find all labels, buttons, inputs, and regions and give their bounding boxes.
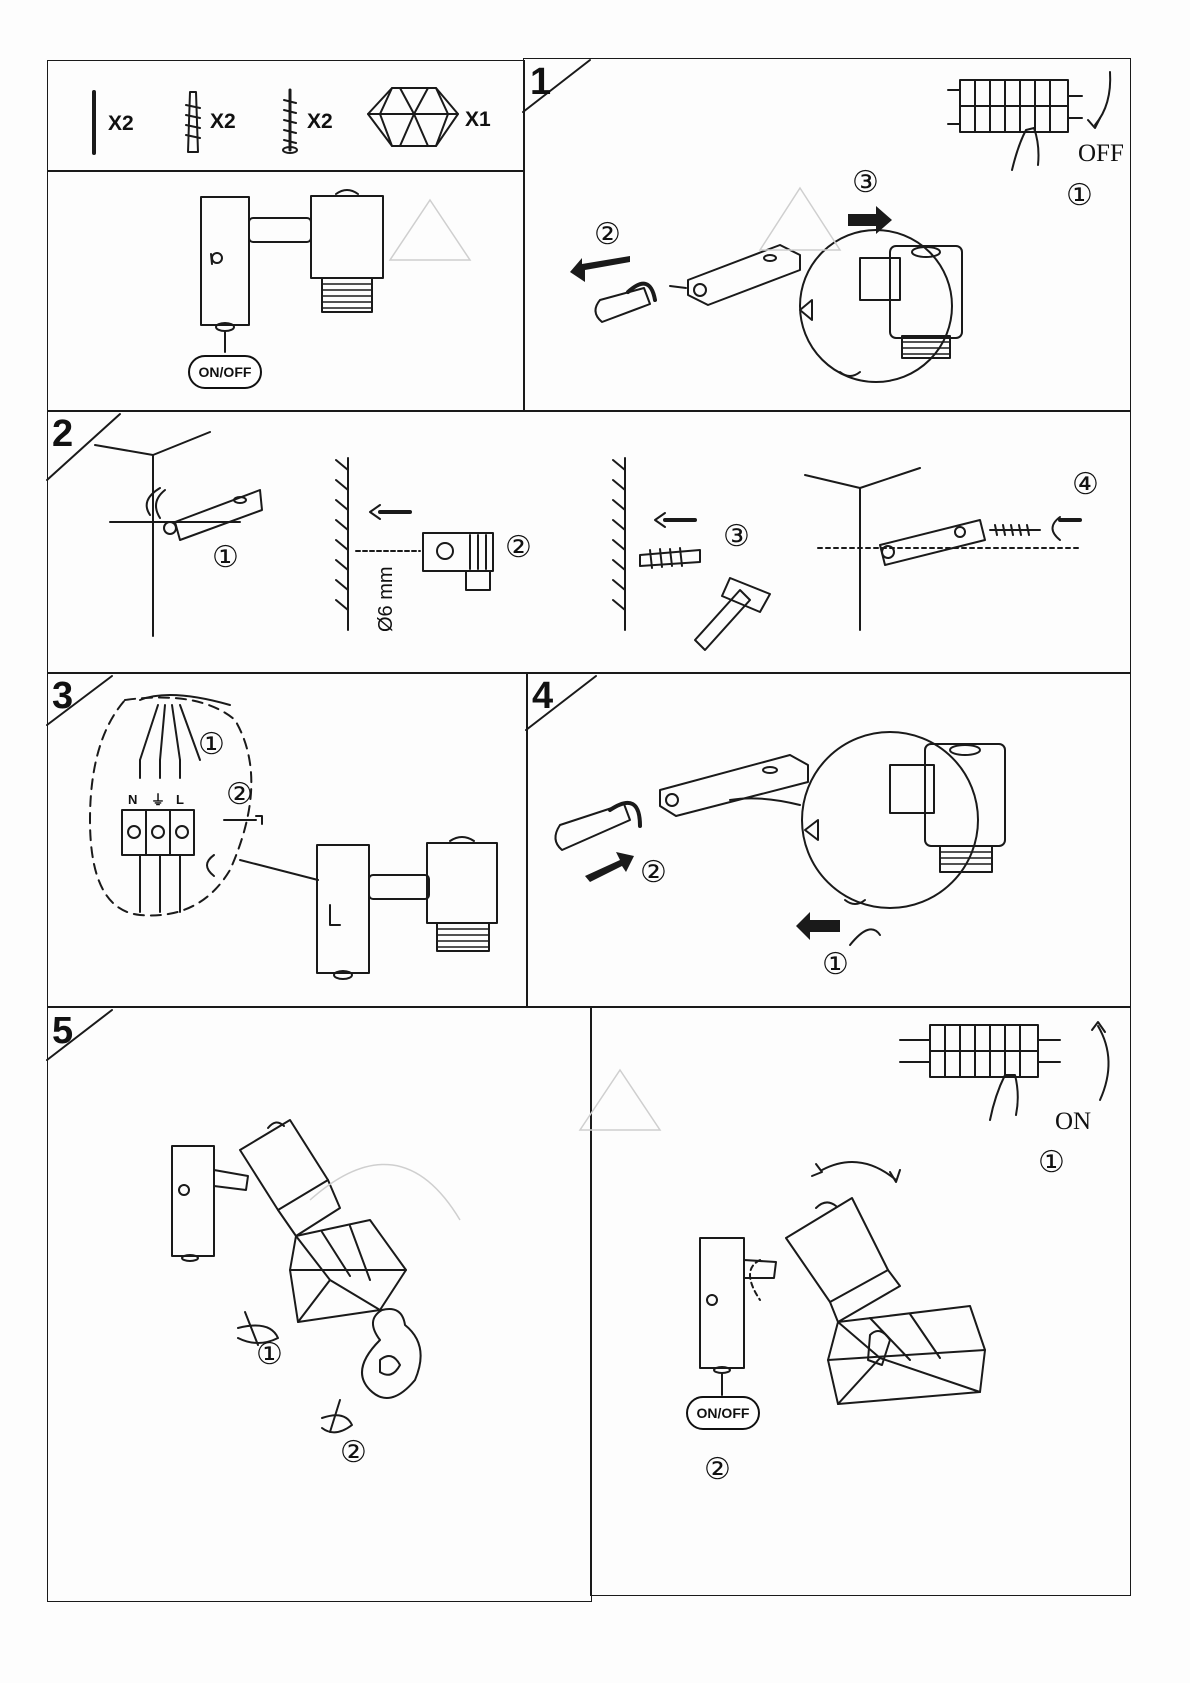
step5-on-off-switch-label: ON/OFF — [686, 1396, 760, 1430]
step3-terminal-drawing — [89, 694, 319, 917]
step4-sub1: ① — [822, 947, 849, 982]
step5-sub2: ② — [340, 1435, 367, 1470]
overview-lamp-drawing — [200, 189, 384, 353]
overview-panel — [47, 170, 525, 412]
step5-final-breaker-drawing — [899, 1021, 1110, 1121]
step4-mount-drawing — [554, 731, 1006, 909]
step2-sub4: ④ — [1072, 467, 1099, 502]
step2-sub3: ③ — [723, 519, 750, 554]
step2-anchor-hammer — [612, 457, 771, 651]
step1-sub3: ③ — [852, 165, 879, 200]
anchor-quantity: X2 — [210, 110, 236, 133]
step2-bracket-on-wall — [94, 431, 263, 637]
step1-sub1: ① — [1066, 178, 1093, 213]
step5-final-lamp-drawing — [699, 1161, 986, 1405]
step5-panel — [47, 1006, 592, 1602]
rod-quantity: X2 — [108, 112, 134, 135]
screw-icon — [282, 88, 298, 154]
step2-number: 2 — [52, 413, 74, 455]
step3-number: 3 — [52, 675, 74, 717]
step2-screw-bracket — [804, 467, 1082, 631]
step1-sub2: ② — [594, 217, 621, 252]
step2-corner — [46, 413, 121, 481]
on-off-switch-label: ON/OFF — [188, 355, 262, 389]
step3-panel — [47, 672, 528, 1008]
step1-breaker-drawing — [947, 71, 1112, 171]
step5-final-sub1: ① — [1038, 1145, 1065, 1180]
step2-panel — [47, 410, 1131, 674]
step1-arrows — [570, 206, 892, 282]
step5-final-panel — [590, 1006, 1131, 1596]
step5-lamp-drawing — [171, 1119, 422, 1434]
step5-breaker-on-label: ON — [1055, 1108, 1092, 1135]
step3-corner — [46, 675, 113, 726]
step5-number: 5 — [52, 1010, 74, 1052]
step1-panel — [523, 58, 1131, 412]
step1-corner — [522, 59, 591, 113]
terminal-n-label: N — [128, 792, 138, 807]
step5-corner — [46, 1009, 113, 1061]
step4-sub2: ② — [640, 855, 667, 890]
wall-anchor-icon — [185, 91, 201, 153]
step4-number: 4 — [532, 675, 554, 717]
step4-corner — [525, 675, 597, 731]
step2-sub2: ② — [505, 530, 532, 565]
step4-arrows — [585, 852, 840, 940]
terminal-l-label: L — [176, 792, 184, 807]
step4-panel — [526, 672, 1131, 1008]
cage-shade-icon — [367, 87, 459, 147]
step1-mount-drawing — [594, 229, 963, 383]
step4-twist-arrow — [849, 928, 881, 946]
step3-lamp-drawing — [316, 836, 498, 980]
parts-panel — [47, 60, 525, 172]
step5-final-sub2: ② — [704, 1452, 731, 1487]
step2-drill — [335, 457, 494, 631]
step5-sub1: ① — [256, 1337, 283, 1372]
step1-breaker-off-label: OFF — [1078, 140, 1124, 167]
step1-number: 1 — [530, 61, 552, 103]
screw-quantity: X2 — [307, 110, 333, 133]
step3-sub1: ① — [198, 727, 225, 762]
drill-diameter-label: Ø6 mm — [375, 566, 397, 632]
step2-sub1: ① — [212, 540, 239, 575]
shade-quantity: X1 — [465, 108, 491, 131]
terminal-earth-label: ⏚ — [151, 793, 165, 809]
step3-sub2: ② — [226, 777, 253, 812]
